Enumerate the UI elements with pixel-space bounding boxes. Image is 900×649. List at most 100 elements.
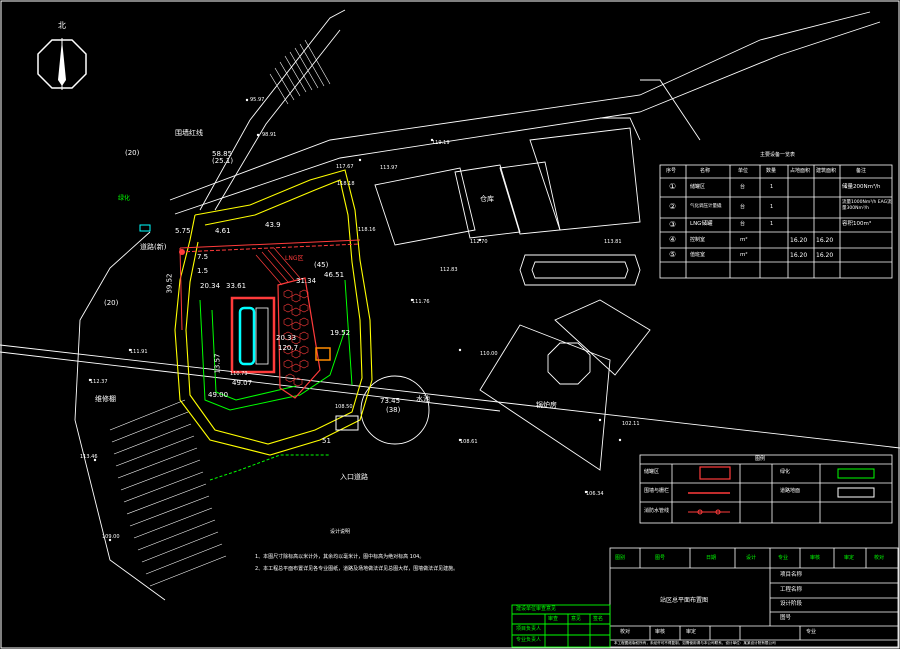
row-no: ④ bbox=[669, 235, 677, 244]
row-name: 气化调压计量撬 bbox=[690, 204, 722, 209]
row-area: 16.20 bbox=[790, 237, 808, 244]
row-note: 容积100m³ bbox=[842, 221, 872, 227]
row-no: ① bbox=[669, 182, 677, 191]
legend-green-swatch bbox=[837, 468, 875, 479]
tb-project-label: 工程名称 bbox=[780, 587, 803, 593]
equipment-table bbox=[659, 164, 893, 279]
approval-cell: 意见 bbox=[571, 616, 582, 622]
pool-label: 水池 bbox=[416, 395, 430, 403]
vaporizer-icon bbox=[255, 307, 269, 365]
north-arrow-icon bbox=[37, 38, 87, 90]
tb-header: 图别 bbox=[615, 555, 626, 561]
elev-label: 102.11 bbox=[622, 421, 640, 427]
equipment-header: 名称 bbox=[700, 168, 711, 174]
row-no: ③ bbox=[669, 220, 677, 229]
wall-label: 围墙红线 bbox=[175, 129, 203, 137]
tb-project-name: 项目名称 bbox=[780, 572, 803, 578]
dim-39-52: 39.52 bbox=[165, 273, 174, 294]
tb-bottom-line: 本工程图纸版权所有，未经许可不得复制，如需使用请与本公司联系，设计单位：某某设计… bbox=[614, 641, 776, 645]
equipment-header: 占地面积 bbox=[790, 168, 811, 174]
elev-label: 106.34 bbox=[586, 491, 604, 497]
tb-header: 图号 bbox=[655, 555, 666, 561]
elev-label: 95.97 bbox=[250, 97, 265, 103]
gate-icon bbox=[335, 415, 359, 431]
equipment-table-title: 主要设备一览表 bbox=[760, 152, 796, 158]
paren-45: (45) bbox=[314, 261, 329, 269]
equipment-header: 备注 bbox=[856, 168, 867, 174]
elev-label: 108.61 bbox=[460, 439, 478, 445]
dim-120-7: 120.7 bbox=[278, 344, 299, 352]
tb-drawing-title: 站区总平面布置图 bbox=[660, 597, 709, 604]
row-name: LNG储罐 bbox=[690, 221, 713, 227]
row-note: 储量200Nm³/h bbox=[842, 184, 881, 190]
tb-header: 校对 bbox=[874, 555, 885, 561]
lng-zone-label: LNG区 bbox=[285, 255, 304, 262]
tank-area bbox=[230, 296, 276, 374]
legend-label: 围墙与栅栏 bbox=[644, 488, 670, 494]
row-unit: m² bbox=[740, 252, 748, 258]
dim-46-51: 46.51 bbox=[324, 271, 345, 279]
point-marker-icon bbox=[179, 249, 185, 255]
title-block bbox=[609, 547, 899, 648]
elev-label: 117.67 bbox=[336, 164, 354, 170]
legend-title: 图例 bbox=[755, 456, 766, 462]
elevation-points bbox=[88, 98, 622, 542]
dim-31-34: 31.34 bbox=[296, 277, 317, 285]
dim-58-85: 58.85 bbox=[212, 150, 233, 158]
tb-row-label: 审定 bbox=[686, 629, 697, 635]
elev-label: 112.70 bbox=[470, 239, 488, 245]
paren-38: (38) bbox=[386, 406, 401, 414]
row-name: 控制室 bbox=[690, 237, 706, 243]
approval-cell: 签名 bbox=[593, 616, 604, 622]
tb-header: 设计 bbox=[746, 555, 757, 561]
slope-hatch bbox=[109, 39, 331, 587]
dim-20-34: 20.34 bbox=[200, 282, 221, 290]
row-area: 16.20 bbox=[790, 252, 808, 259]
row-qty: 1 bbox=[770, 221, 774, 227]
legend-road-swatch bbox=[837, 487, 875, 498]
elev-label: 98.91 bbox=[262, 132, 277, 138]
row-no: ② bbox=[669, 202, 677, 211]
elev-label: 112.83 bbox=[440, 267, 458, 273]
tb-header: 专业 bbox=[778, 555, 789, 561]
legend-label: 消防水管线 bbox=[644, 508, 670, 514]
dim-19-52: 19.52 bbox=[330, 329, 351, 337]
row-unit: m² bbox=[740, 237, 748, 243]
row-unit: 台 bbox=[740, 221, 746, 227]
paren-20-mid: (20) bbox=[104, 299, 119, 307]
north-label: 北 bbox=[58, 21, 66, 30]
row-name: 值班室 bbox=[690, 252, 706, 258]
tb-design-phase: 设计阶段 bbox=[780, 601, 803, 607]
notes-line-2: 2、本工程总平面布置详见各专业图纸，道路及场地做法详见总图大样，围墙做法详见建施… bbox=[255, 566, 459, 572]
green-belt bbox=[199, 279, 353, 481]
green-label: 绿化 bbox=[118, 195, 131, 202]
dim-73-45: 73.45 bbox=[380, 397, 401, 405]
row-qty: 1 bbox=[770, 204, 774, 210]
approval-title: 建设单位审查意见 bbox=[516, 606, 557, 612]
row-qty: 1 bbox=[770, 184, 774, 190]
road-label: 道路(新) bbox=[140, 243, 167, 251]
dim-7-5: 7.5 bbox=[197, 253, 209, 261]
elev-label: 112.37 bbox=[90, 379, 108, 385]
elev-label: 110.00 bbox=[480, 351, 498, 357]
tb-drawing-no: 图号 bbox=[780, 615, 792, 621]
row-barea: 16.20 bbox=[816, 252, 834, 259]
elev-label: 108.50 bbox=[335, 404, 353, 410]
elev-label: 113.46 bbox=[80, 454, 98, 460]
approval-box bbox=[511, 604, 611, 648]
elev-label: 111.91 bbox=[130, 349, 148, 355]
approval-cell: 项目负责人 bbox=[516, 626, 542, 632]
row-note: 流量1000Nm³/h EAG流量300Nm³/h bbox=[842, 200, 892, 211]
paren-20-left: (20) bbox=[125, 149, 140, 157]
elev-label: 118.16 bbox=[358, 227, 376, 233]
row-unit: 台 bbox=[740, 204, 746, 210]
approval-cell: 专业负责人 bbox=[516, 637, 542, 643]
tb-row-label: 校对 bbox=[620, 629, 631, 635]
legend-label: 储罐区 bbox=[644, 469, 660, 475]
tb-row-label: 专业 bbox=[806, 629, 817, 635]
row-barea: 16.20 bbox=[816, 237, 834, 244]
row-name: 储罐区 bbox=[690, 184, 706, 190]
note-small-1: 维修棚 bbox=[95, 395, 116, 403]
elev-label: 113.97 bbox=[380, 165, 398, 171]
